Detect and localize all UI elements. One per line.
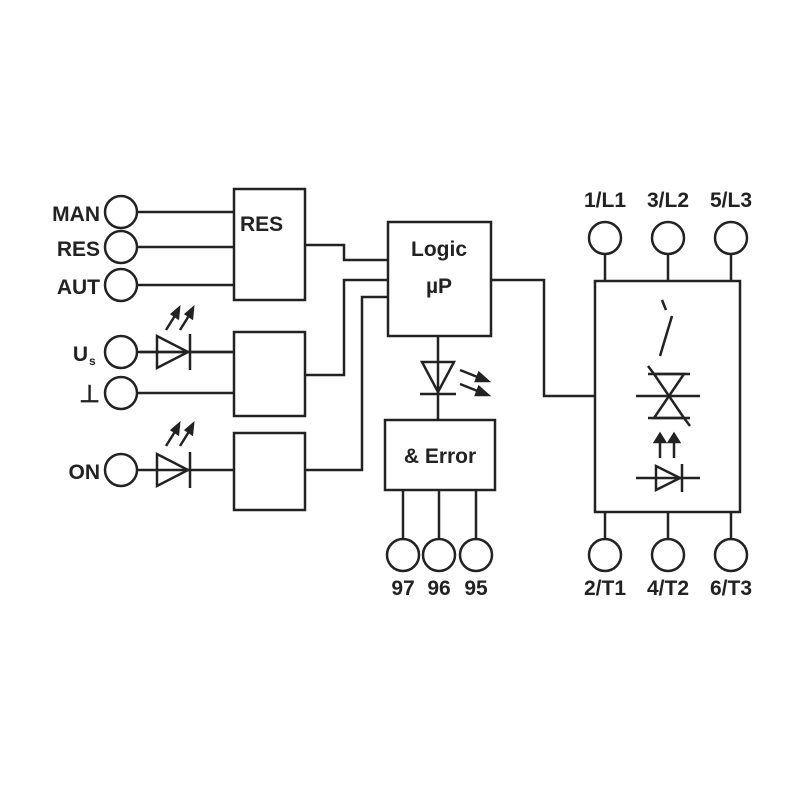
on-led-light-arrows-icon — [164, 421, 195, 447]
us-led-light-arrows-icon — [164, 305, 195, 331]
triac-icon — [636, 365, 700, 427]
terminal-t1 — [587, 537, 623, 573]
label-ground: ⊥ — [79, 381, 100, 408]
terminal-res — [103, 229, 139, 265]
label-l1: 1/L1 — [584, 189, 626, 212]
terminal-t3 — [713, 537, 749, 573]
terminal-man — [103, 194, 139, 230]
error-label: & Error — [404, 445, 476, 468]
label-l3: 5/L3 — [710, 189, 752, 212]
label-96: 96 — [427, 577, 450, 600]
label-on: ON — [69, 461, 101, 484]
logic-up-label: µP — [426, 275, 452, 298]
wire-res-logic — [305, 243, 388, 262]
terminal-97 — [385, 537, 421, 573]
wire-us-logic — [305, 278, 388, 377]
terminal-96 — [421, 537, 457, 573]
terminal-95 — [458, 537, 494, 573]
label-t1: 2/T1 — [584, 577, 626, 600]
res-block-label: RES — [240, 213, 283, 236]
label-us: U — [73, 343, 88, 366]
label-t2: 4/T2 — [647, 577, 689, 600]
label-t3: 6/T3 — [710, 577, 752, 600]
error-led-icon — [419, 360, 457, 396]
opto-led-icon — [636, 463, 700, 493]
terminal-l2 — [650, 220, 686, 256]
opto-light-arrows-icon — [652, 431, 682, 458]
terminal-aut — [103, 267, 139, 303]
terminal-t2 — [650, 537, 686, 573]
label-95: 95 — [464, 577, 488, 600]
label-man: MAN — [52, 203, 100, 226]
res-block — [232, 187, 307, 302]
wire-logic-power — [491, 278, 595, 398]
on-led-icon — [155, 451, 192, 489]
label-us-subscript: s — [89, 354, 96, 368]
error-led-light-arrows-icon — [459, 368, 492, 397]
terminal-l3 — [713, 220, 749, 256]
wire-on-logic — [305, 295, 388, 472]
terminal-us — [103, 334, 139, 370]
label-aut: AUT — [57, 276, 100, 299]
terminal-on — [103, 452, 139, 488]
label-l2: 3/L2 — [647, 189, 689, 212]
label-97: 97 — [391, 577, 414, 600]
switch-icon — [658, 299, 674, 357]
logic-label: Logic — [411, 238, 467, 261]
terminal-l1 — [587, 220, 623, 256]
on-block — [232, 431, 307, 512]
us-led-icon — [140, 333, 234, 371]
terminal-ground — [103, 375, 139, 411]
us-block — [232, 330, 307, 418]
label-res: RES — [57, 238, 100, 261]
